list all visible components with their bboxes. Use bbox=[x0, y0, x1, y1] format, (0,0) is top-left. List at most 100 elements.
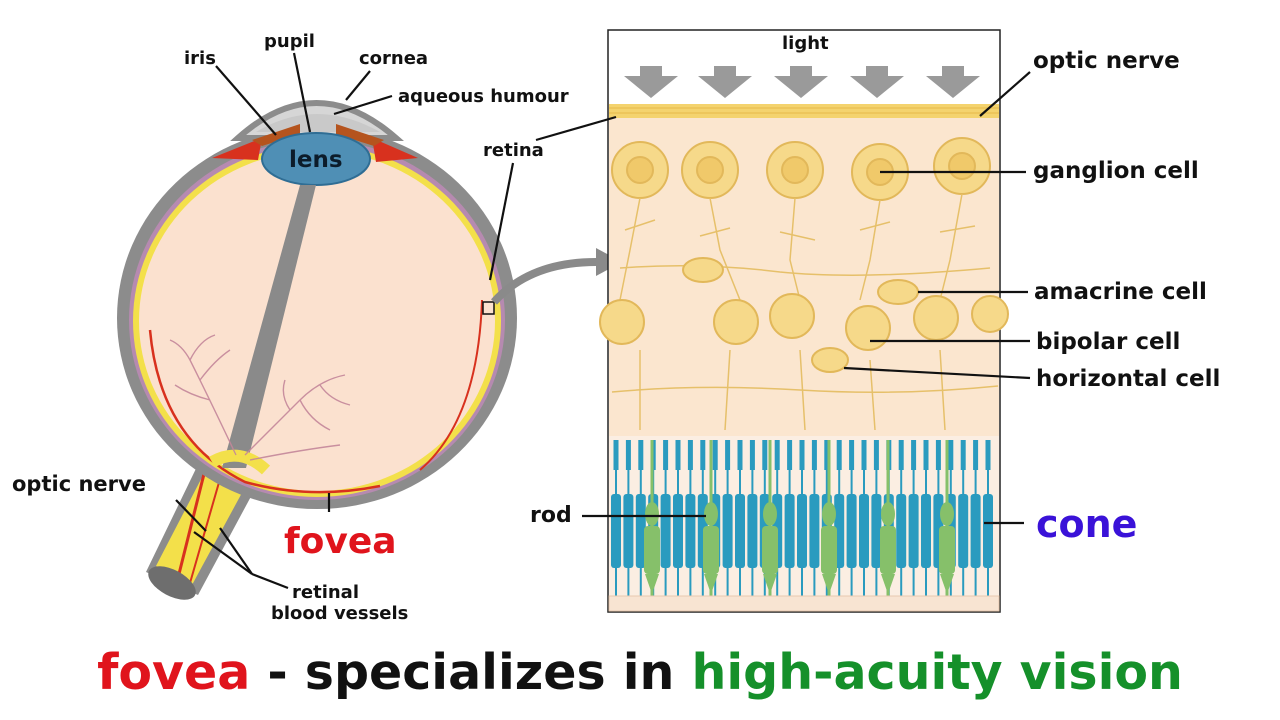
rod-terminal bbox=[898, 440, 904, 470]
rod-terminal bbox=[799, 440, 805, 470]
rod-segment bbox=[635, 494, 646, 568]
rod-terminal bbox=[861, 440, 867, 470]
rod-segment bbox=[735, 494, 745, 568]
label-optic-nerve-retina: optic nerve bbox=[1033, 48, 1180, 74]
rod-segment bbox=[747, 494, 758, 568]
rod-terminal bbox=[638, 440, 644, 470]
rod-terminal bbox=[613, 440, 619, 470]
caption: fovea - specializes in high-acuity visio… bbox=[0, 648, 1280, 697]
rod-terminal bbox=[762, 440, 768, 470]
label-aqueous-humour: aqueous humour bbox=[398, 86, 569, 107]
zoom-arrow bbox=[491, 258, 597, 305]
label-light: light bbox=[782, 33, 829, 54]
cone-tip bbox=[881, 574, 895, 594]
rod-segment bbox=[846, 494, 857, 568]
cone-segment bbox=[821, 526, 837, 574]
cone-segment bbox=[880, 526, 896, 574]
middle-layer-cells bbox=[599, 257, 1009, 373]
label-retina: retina bbox=[483, 140, 544, 161]
cone-nucleus bbox=[704, 502, 718, 526]
rod-terminal bbox=[725, 440, 731, 470]
hyaloid-canal bbox=[222, 185, 316, 468]
eyeball bbox=[117, 100, 517, 600]
label-optic-nerve-eye: optic nerve bbox=[12, 472, 146, 496]
rod-segment bbox=[784, 494, 795, 568]
rod-segment bbox=[908, 494, 919, 568]
label-horizontal-cell: horizontal cell bbox=[1036, 366, 1221, 392]
rod-terminal bbox=[836, 440, 842, 470]
rod-segment bbox=[983, 494, 993, 568]
rod-terminal bbox=[911, 440, 917, 470]
caption-term: fovea bbox=[97, 644, 251, 701]
rod-segment bbox=[921, 494, 931, 568]
rod-segment bbox=[685, 494, 696, 568]
rod-segment bbox=[722, 494, 733, 568]
light-arrows bbox=[624, 66, 980, 98]
label-fovea: fovea bbox=[284, 524, 397, 560]
rod-terminal bbox=[849, 440, 855, 470]
rod-segment bbox=[611, 494, 621, 568]
label-ganglion-cell: ganglion cell bbox=[1033, 158, 1199, 184]
cone-tip bbox=[704, 574, 718, 594]
cone-tip bbox=[645, 574, 659, 594]
leader-lines bbox=[175, 52, 1031, 590]
cone-tip bbox=[822, 574, 836, 594]
pigment-epithelium bbox=[608, 595, 1000, 612]
dendrite-network bbox=[611, 193, 999, 431]
retina-zoom-box bbox=[482, 301, 495, 315]
rod-terminal bbox=[749, 440, 755, 470]
rod-terminal bbox=[985, 440, 991, 470]
rod-terminal bbox=[960, 440, 966, 470]
cone-segment bbox=[939, 526, 955, 574]
rod-segment bbox=[958, 494, 969, 568]
rod-segment bbox=[660, 494, 671, 568]
rod-segment bbox=[623, 494, 634, 568]
cone-nucleus bbox=[645, 502, 659, 526]
aqueous-humour-shape bbox=[256, 114, 380, 132]
rod-terminal bbox=[625, 440, 631, 470]
photoreceptor-layer bbox=[611, 440, 993, 596]
rod-terminal bbox=[935, 440, 941, 470]
label-retinal: retinal bbox=[292, 582, 359, 603]
retina-panel bbox=[599, 29, 1009, 613]
caption-dash: - bbox=[250, 644, 305, 701]
cone-segment bbox=[644, 526, 660, 574]
rod-terminal bbox=[663, 440, 669, 470]
retinal-vessels-illustration bbox=[169, 334, 351, 461]
cone-nucleus bbox=[881, 502, 895, 526]
cone-nucleus bbox=[940, 502, 954, 526]
rod-terminal bbox=[774, 440, 780, 470]
rod-segment bbox=[673, 494, 683, 568]
cone-tip bbox=[763, 574, 777, 594]
vitreous-body bbox=[139, 151, 495, 491]
label-rod: rod bbox=[530, 503, 572, 528]
rod-terminal bbox=[923, 440, 929, 470]
rod-terminal bbox=[700, 440, 706, 470]
cone-nucleus bbox=[763, 502, 777, 526]
fovea-text: fovea bbox=[284, 521, 397, 562]
label-iris: iris bbox=[184, 48, 216, 69]
label-lens: lens bbox=[289, 147, 343, 173]
rod-terminal bbox=[948, 440, 954, 470]
cone-segment bbox=[762, 526, 778, 574]
rod-segment bbox=[871, 494, 882, 568]
nerve-fiber-band bbox=[609, 104, 999, 118]
label-cornea: cornea bbox=[359, 48, 429, 69]
rod-terminal bbox=[811, 440, 817, 470]
label-bipolar-cell: bipolar cell bbox=[1036, 329, 1181, 355]
ciliary-body-right bbox=[372, 138, 418, 162]
caption-middle: specializes in bbox=[304, 644, 692, 701]
rod-segment bbox=[809, 494, 820, 568]
rod-segment bbox=[859, 494, 869, 568]
label-pupil: pupil bbox=[264, 31, 315, 52]
cone-nucleus bbox=[822, 502, 836, 526]
ganglion-cells bbox=[611, 137, 991, 201]
cone-tip bbox=[940, 574, 954, 594]
rod-segment bbox=[896, 494, 907, 568]
rod-terminal bbox=[737, 440, 743, 470]
rod-terminal bbox=[712, 440, 718, 470]
caption-highlight: high-acuity vision bbox=[691, 644, 1183, 701]
label-amacrine-cell: amacrine cell bbox=[1034, 279, 1207, 305]
rod-terminal bbox=[824, 440, 830, 470]
